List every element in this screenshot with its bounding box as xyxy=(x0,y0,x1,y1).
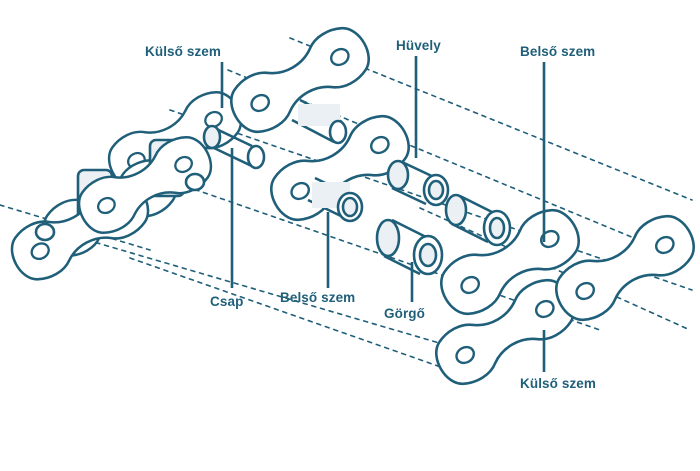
outer-plate-top xyxy=(220,17,380,145)
sleeve xyxy=(386,159,450,207)
label-pin: Csap xyxy=(210,294,244,309)
leader-lines xyxy=(220,56,546,372)
label-outer-plate-bottom: Külső szem xyxy=(520,376,597,391)
inner-plate-middle xyxy=(260,105,420,231)
sleeve-2 xyxy=(444,193,512,247)
label-roller: Görgő xyxy=(384,306,425,321)
label-inner-plate-bottom: Belső szem xyxy=(280,290,356,305)
assembled-chain xyxy=(1,82,266,290)
label-inner-plate-top: Belső szem xyxy=(520,44,596,59)
label-outer-plate-top: Külső szem xyxy=(145,44,222,59)
roller xyxy=(375,218,444,276)
label-sleeve: Hüvely xyxy=(396,38,441,53)
